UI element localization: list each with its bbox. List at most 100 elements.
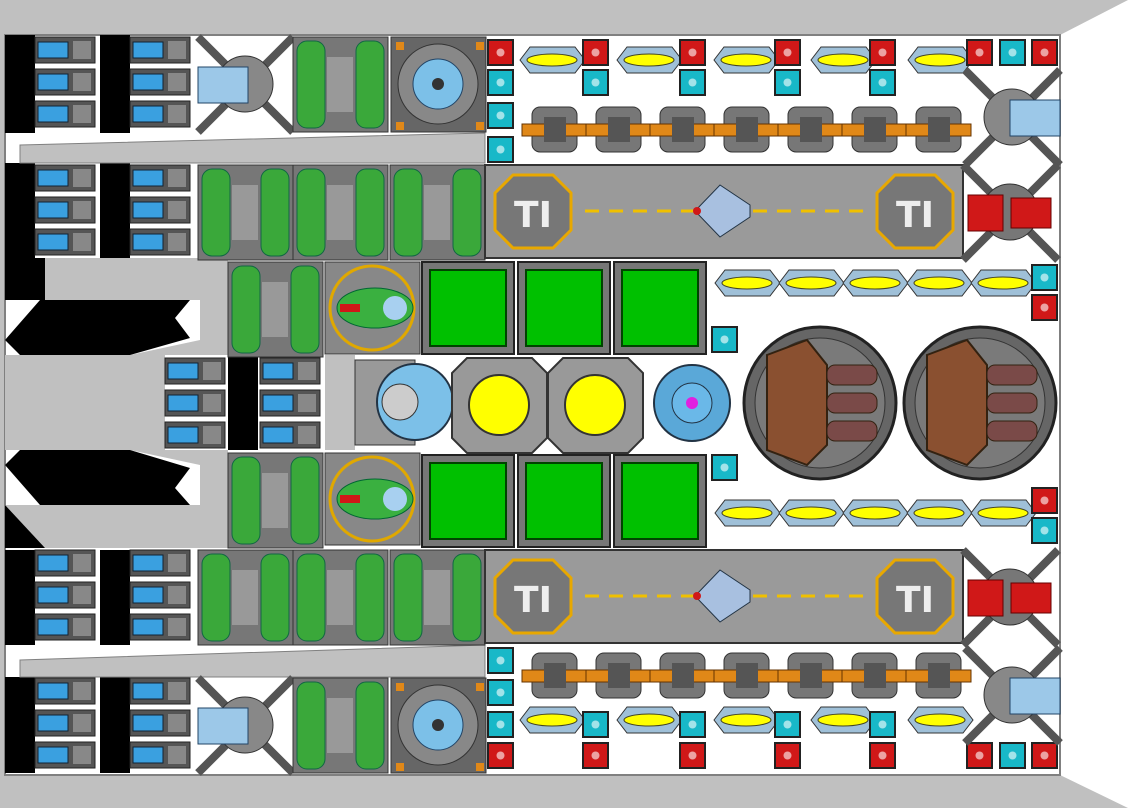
battery-icon xyxy=(129,196,191,224)
battery-icon xyxy=(129,581,191,609)
fuel-tank-icon xyxy=(389,164,486,261)
yellow-laser-icon xyxy=(970,269,1037,297)
armor-block-icon xyxy=(711,326,738,353)
fighter-ship-icon xyxy=(693,184,751,238)
battery-icon xyxy=(129,741,191,769)
yellow-laser-icon xyxy=(842,269,909,297)
battery-icon xyxy=(34,613,96,641)
orange-cannon-icon xyxy=(841,652,908,699)
armor-block-icon xyxy=(487,711,514,738)
reactor-core-icon xyxy=(547,357,644,454)
battery-icon xyxy=(129,613,191,641)
yellow-laser-icon xyxy=(713,706,780,734)
fuel-tank-icon xyxy=(292,164,389,261)
green-cargo-icon xyxy=(421,454,515,548)
reactor-core-icon xyxy=(451,357,548,454)
hangar-pad-label: TI xyxy=(896,580,934,621)
armor-block-icon xyxy=(966,742,993,769)
armor-block-icon xyxy=(582,39,609,66)
yellow-laser-icon xyxy=(906,499,973,527)
orange-cannon-icon xyxy=(713,106,780,153)
armor-block-icon xyxy=(487,102,514,129)
battery-icon xyxy=(164,357,226,385)
armor-block-icon xyxy=(1031,264,1058,291)
fuel-tank-icon xyxy=(197,164,294,261)
yellow-laser-icon xyxy=(970,499,1037,527)
fuel-tank-icon xyxy=(292,36,389,133)
battery-icon xyxy=(129,677,191,705)
battery-icon xyxy=(164,389,226,417)
hangar-runway-icon: TI TI xyxy=(484,164,964,259)
yellow-laser-icon xyxy=(842,499,909,527)
orange-cannon-icon xyxy=(585,652,652,699)
yellow-laser-icon xyxy=(907,706,974,734)
yellow-laser-icon xyxy=(810,706,877,734)
armor-block-icon xyxy=(582,711,609,738)
armor-block-icon xyxy=(679,39,706,66)
fuel-tank-icon xyxy=(389,549,486,646)
hangar-pad-label: TI xyxy=(514,195,552,236)
armor-block-icon xyxy=(869,711,896,738)
fighter-ship-icon xyxy=(693,569,751,623)
fuel-tank-icon xyxy=(227,452,324,549)
armor-block-icon xyxy=(1031,39,1058,66)
battery-icon xyxy=(259,389,321,417)
yellow-laser-icon xyxy=(519,46,586,74)
battery-icon xyxy=(34,100,96,128)
armor-block-icon xyxy=(679,69,706,96)
armor-block-icon xyxy=(966,39,993,66)
yellow-laser-icon xyxy=(616,46,683,74)
yellow-laser-icon xyxy=(713,46,780,74)
battery-icon xyxy=(34,164,96,192)
green-cargo-icon xyxy=(517,454,611,548)
armor-block-icon xyxy=(869,39,896,66)
orange-cannon-icon xyxy=(905,106,972,153)
battery-icon xyxy=(34,68,96,96)
battery-icon xyxy=(259,357,321,385)
thruster-icon xyxy=(962,645,1063,746)
orange-cannon-icon xyxy=(905,652,972,699)
armor-block-icon xyxy=(774,711,801,738)
battery-icon xyxy=(129,100,191,128)
battery-icon xyxy=(34,36,96,64)
armor-block-icon xyxy=(774,69,801,96)
hangar-pad-label: TI xyxy=(896,195,934,236)
fuel-tank-icon xyxy=(197,549,294,646)
armor-block-icon xyxy=(487,39,514,66)
armor-block-icon xyxy=(774,742,801,769)
gyroscope-icon xyxy=(390,677,487,774)
battery-icon xyxy=(129,164,191,192)
orange-cannon-icon xyxy=(649,106,716,153)
armor-block-icon xyxy=(487,69,514,96)
orange-cannon-icon xyxy=(585,106,652,153)
yellow-laser-icon xyxy=(906,269,973,297)
orange-cannon-icon xyxy=(649,652,716,699)
battery-icon xyxy=(34,581,96,609)
red-engine-icon xyxy=(960,162,1061,263)
heavy-turret-icon xyxy=(742,325,898,481)
armor-block-icon xyxy=(1031,517,1058,544)
armor-block-icon xyxy=(999,39,1026,66)
battery-icon xyxy=(259,421,321,449)
battery-icon xyxy=(164,421,226,449)
orange-cannon-icon xyxy=(777,652,844,699)
armor-block-icon xyxy=(1031,294,1058,321)
armor-block-icon xyxy=(487,136,514,163)
armor-block-icon xyxy=(869,69,896,96)
battery-icon xyxy=(34,228,96,256)
green-cargo-icon xyxy=(613,261,707,355)
armor-block-icon xyxy=(869,742,896,769)
heavy-turret-icon xyxy=(902,325,1058,481)
orange-cannon-icon xyxy=(713,652,780,699)
orange-cannon-icon xyxy=(521,652,588,699)
thruster-icon xyxy=(962,67,1063,168)
green-fighter-icon xyxy=(324,452,421,546)
armor-block-icon xyxy=(679,742,706,769)
yellow-laser-icon xyxy=(714,499,781,527)
battery-icon xyxy=(34,677,96,705)
orange-cannon-icon xyxy=(777,106,844,153)
yellow-laser-icon xyxy=(907,46,974,74)
green-cargo-icon xyxy=(421,261,515,355)
yellow-laser-icon xyxy=(778,499,845,527)
